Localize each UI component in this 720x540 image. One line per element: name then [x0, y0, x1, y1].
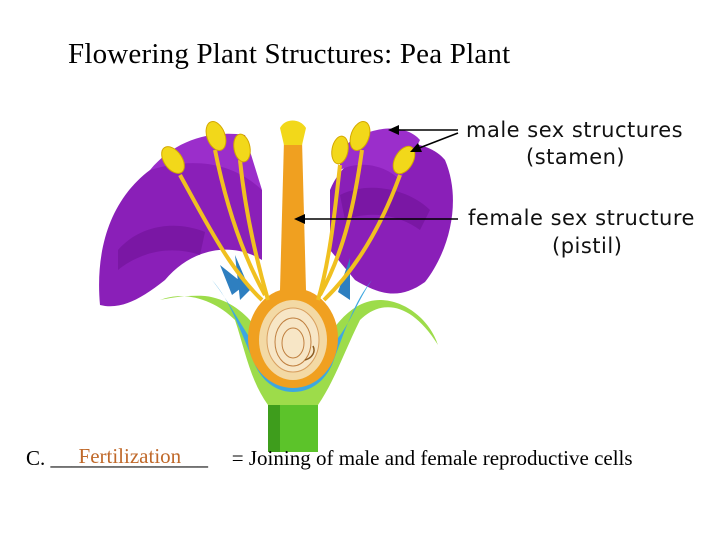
caption-prefix: C. [26, 446, 46, 470]
label-male-line2: (stamen) [526, 145, 626, 169]
answer-blank: _______________ Fertilization [50, 444, 227, 471]
blank-underscores: _______________ [50, 446, 209, 470]
label-female-line1: female sex structure [468, 206, 695, 230]
caption-definition: = Joining of male and female reproductiv… [231, 446, 633, 470]
pistil-stigma [280, 120, 306, 145]
label-female-line2: (pistil) [552, 234, 623, 258]
pistil-style [280, 140, 306, 294]
answer-text: Fertilization [78, 444, 182, 468]
anthers [161, 121, 416, 175]
sepal-blue [212, 280, 372, 392]
male-arrows [392, 129, 459, 151]
page-title: Flowering Plant Structures: Pea Plant [68, 38, 511, 70]
label-male-line1: male sex structures [466, 118, 684, 142]
caption-line: C. _______________ Fertilization = Joini… [26, 444, 633, 471]
stamen-filaments [178, 149, 402, 302]
